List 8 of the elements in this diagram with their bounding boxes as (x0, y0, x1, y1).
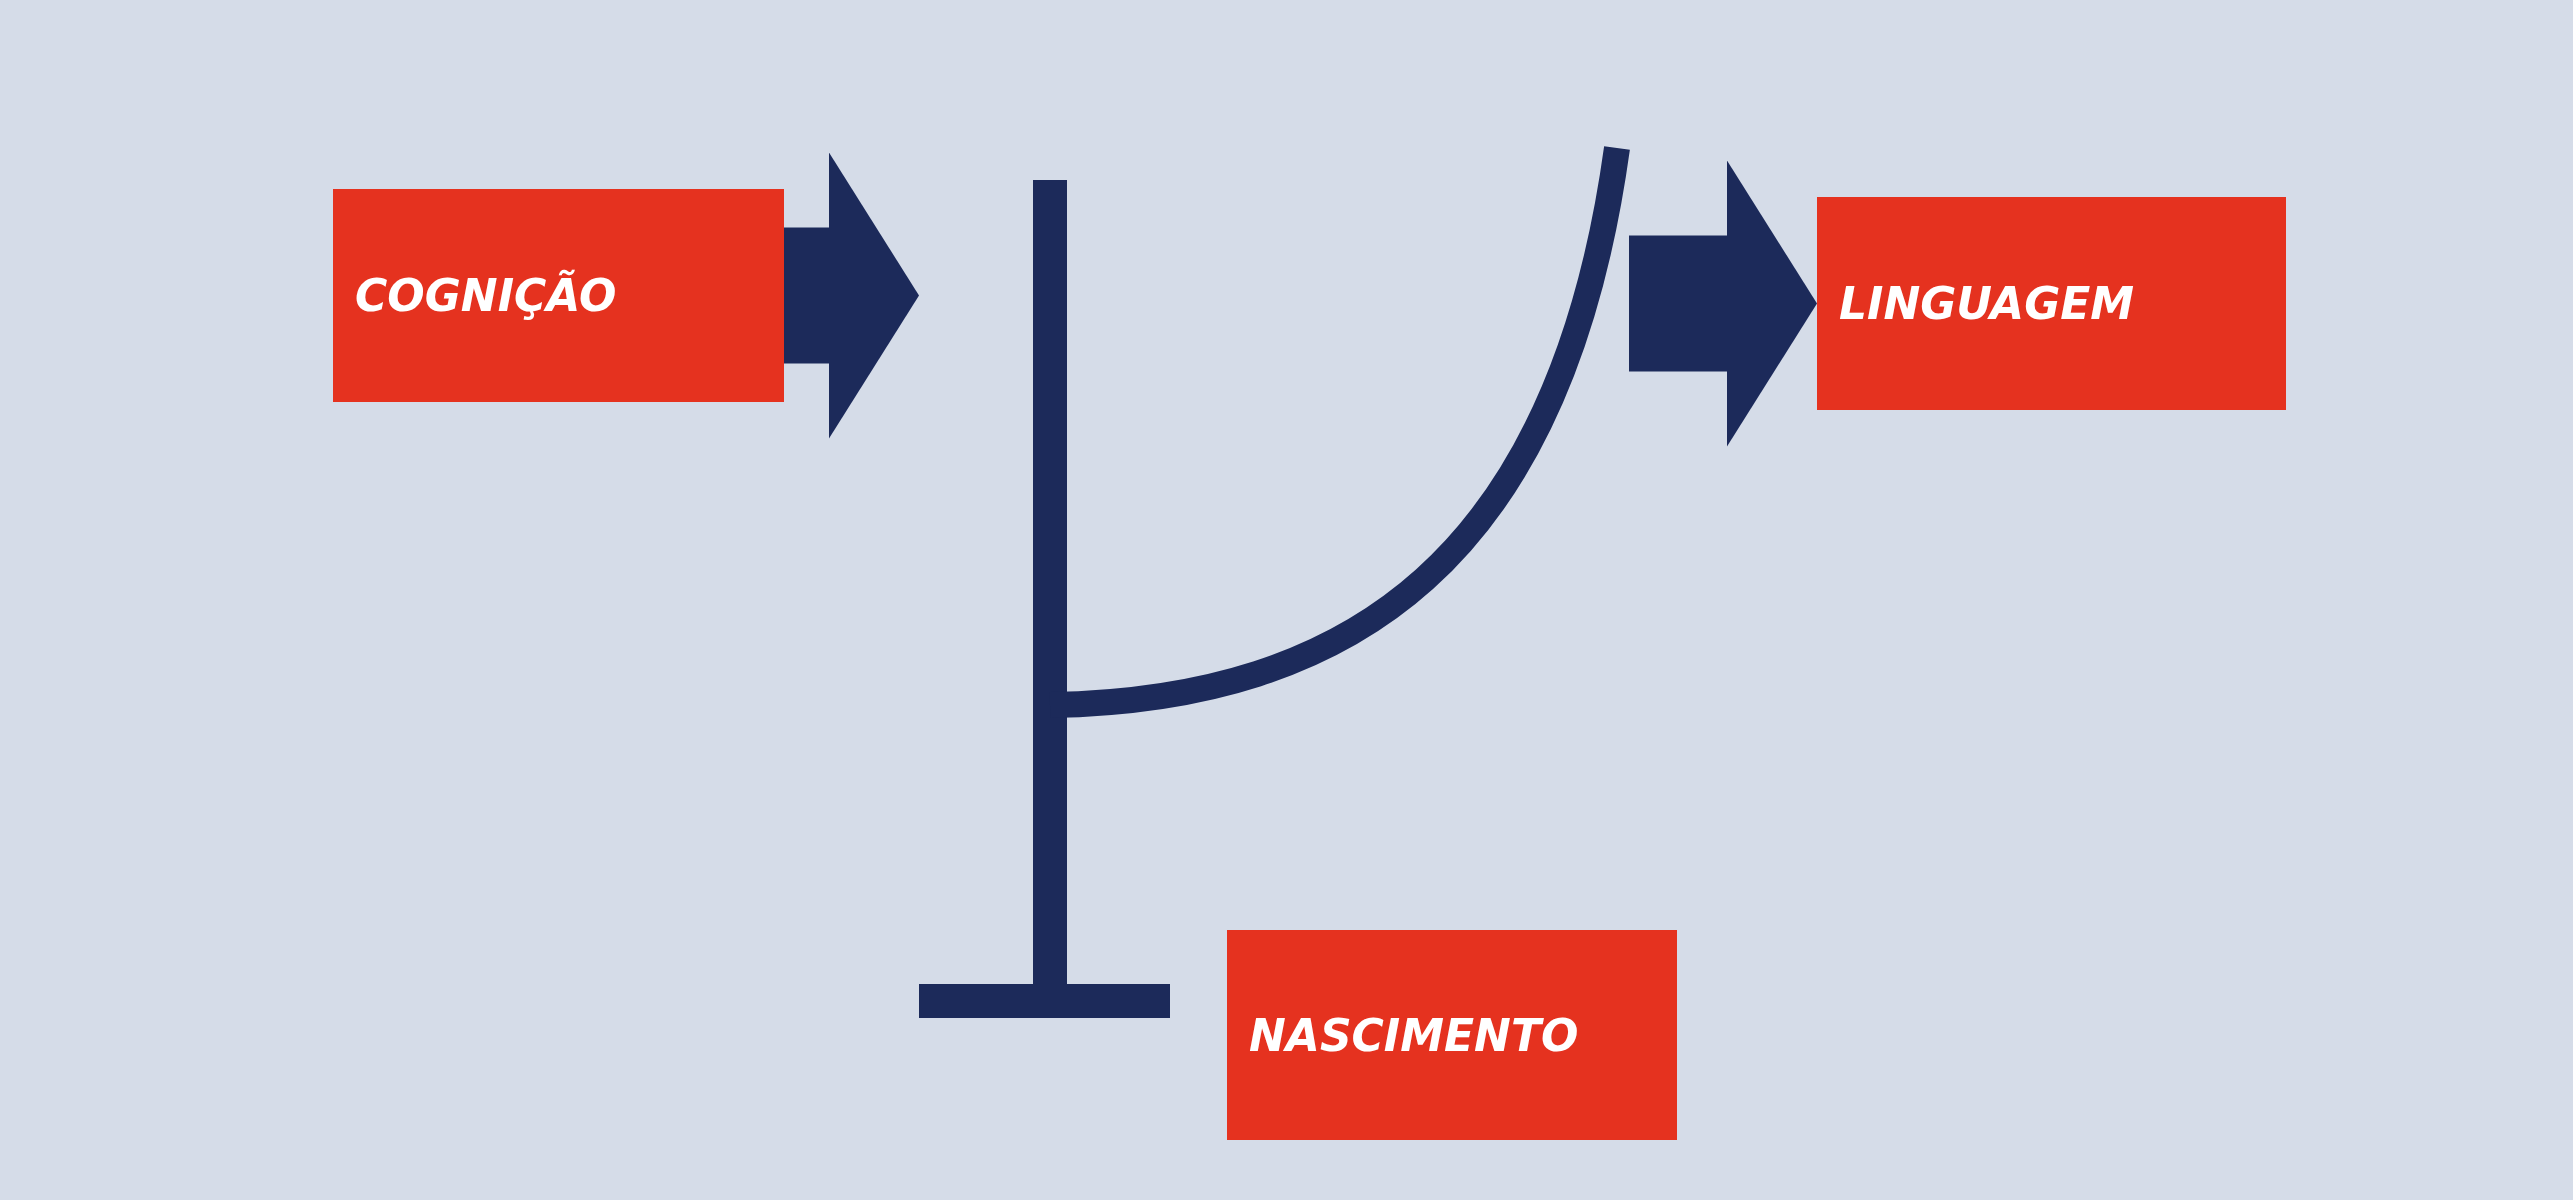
block-arrow (784, 152, 919, 439)
label-box (333, 189, 784, 402)
box-label: LINGUAGEM (1839, 278, 2135, 329)
block-arrow (1629, 160, 1817, 447)
label-box (1227, 930, 1677, 1140)
label-box (1817, 197, 2286, 410)
box-label: COGNIÇÃO (355, 270, 617, 321)
box-label: NASCIMENTO (1249, 1009, 1579, 1061)
